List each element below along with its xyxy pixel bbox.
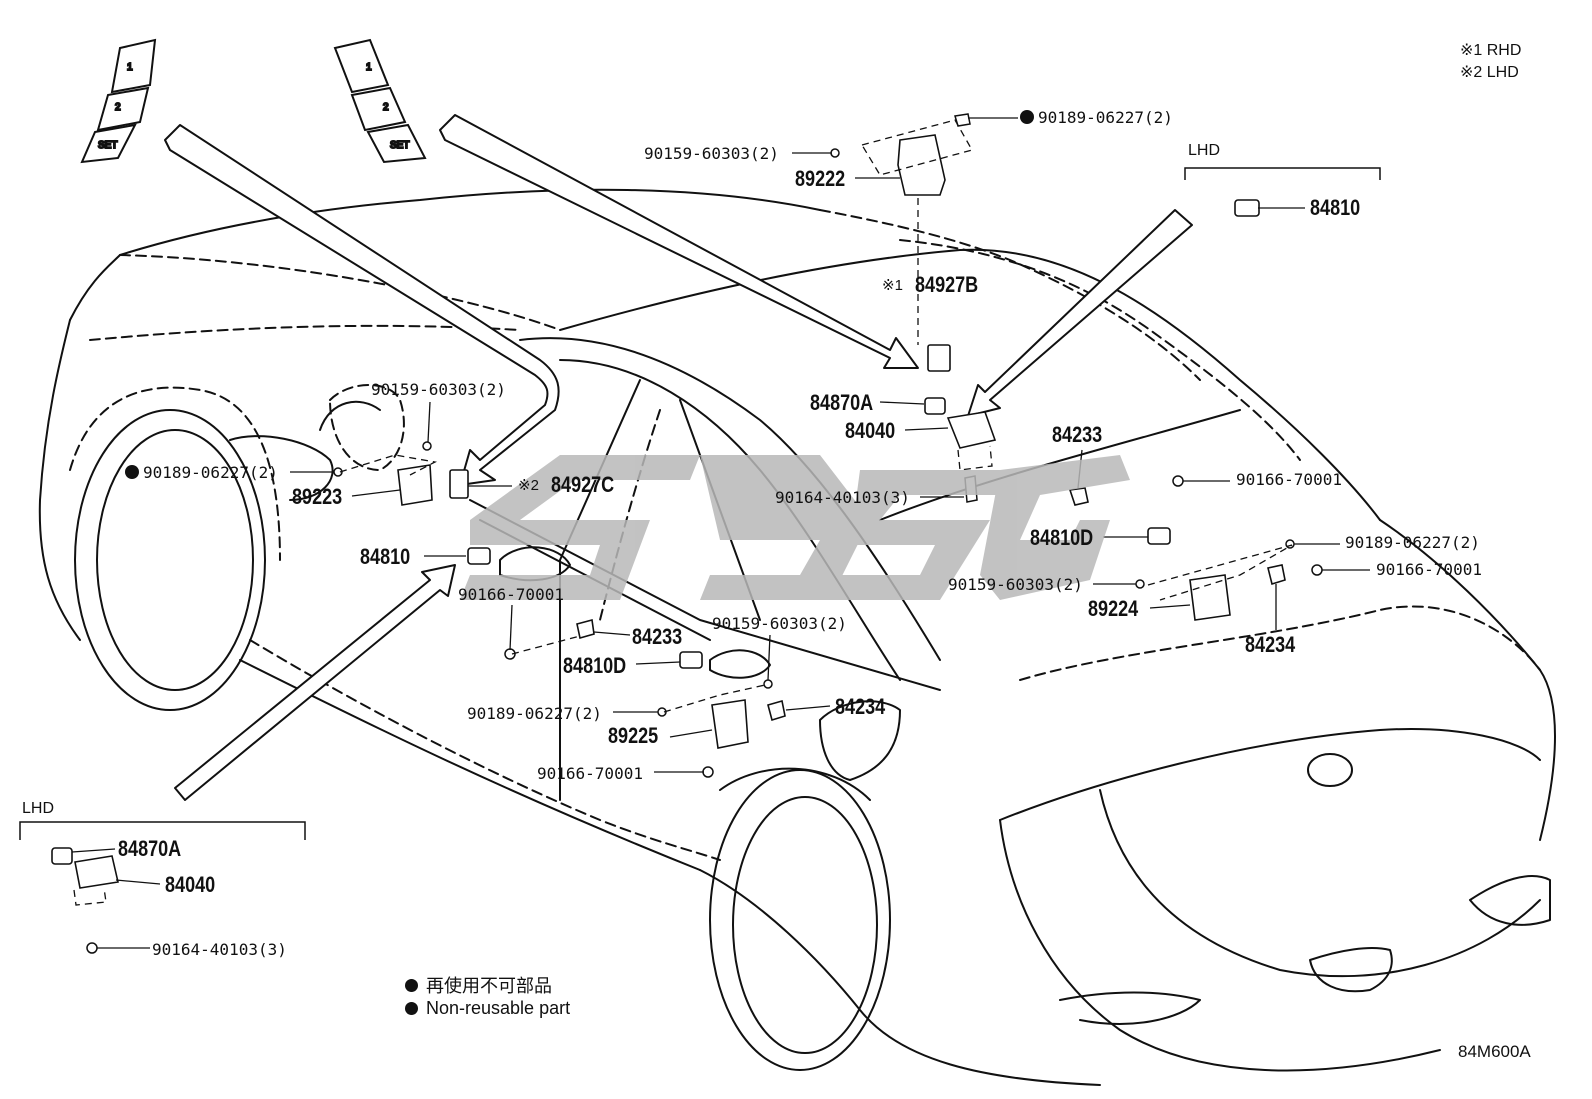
part-mark-84927C: ※2 xyxy=(518,477,539,494)
switch-84870A-mid xyxy=(924,397,946,415)
lhd-bracket-bottom xyxy=(19,821,306,840)
clip-84234-right xyxy=(1267,564,1286,586)
svg-text:2: 2 xyxy=(383,102,389,113)
part-label-84810-top[interactable]: 84810 xyxy=(1310,195,1361,220)
cover-84810D-left xyxy=(679,651,703,669)
part-label-89223[interactable]: 89223 xyxy=(292,484,343,509)
memory-switch-left: 1 2 SET xyxy=(80,38,157,164)
cover-84810D-right xyxy=(1147,527,1171,545)
bolt-label-90189-right[interactable]: 90189-06227(2) xyxy=(1345,533,1480,552)
part-label-84810D-right[interactable]: 84810D xyxy=(1030,525,1094,550)
non-reusable-dot-icon xyxy=(125,465,139,479)
clip-84233-right xyxy=(1068,487,1089,506)
lhd-bracket-top xyxy=(1184,167,1381,180)
switch-84870A-bottom xyxy=(51,847,73,865)
part-label-89225[interactable]: 89225 xyxy=(608,723,659,748)
part-label-89222[interactable]: 89222 xyxy=(795,166,846,191)
front-wheel xyxy=(74,409,266,711)
part-label-84233-right[interactable]: 84233 xyxy=(1052,422,1103,447)
switch-84040-mid xyxy=(946,411,997,449)
part-label-84233-left[interactable]: 84233 xyxy=(632,624,683,649)
switch-84040-bottom xyxy=(74,855,119,889)
non-reusable-dot-icon xyxy=(1020,110,1034,124)
door-frame xyxy=(519,337,941,661)
bolt-label-90166-right2[interactable]: 90166-70001 xyxy=(1376,560,1482,579)
bolt-label-90159-left[interactable]: 90159-60303(2) xyxy=(371,380,506,399)
memory-switch-right: 1 2 SET xyxy=(333,38,427,164)
non-reusable-dot-icon xyxy=(405,1002,418,1015)
part-label-84870A-bottom[interactable]: 84870A xyxy=(118,836,182,861)
roof-outline xyxy=(119,188,821,256)
note-rhd: ※1 RHD xyxy=(1460,42,1522,59)
switch-84810-left xyxy=(467,547,491,565)
bolt-label-90189-lower[interactable]: 90189-06227(2) xyxy=(467,704,602,723)
bolt-label-90189-top[interactable]: 90189-06227(2) xyxy=(1020,108,1173,127)
part-label-84040-bottom[interactable]: 84040 xyxy=(165,872,216,897)
part-label-84234-right[interactable]: 84234 xyxy=(1245,632,1296,657)
part-label-84810-left[interactable]: 84810 xyxy=(360,544,411,569)
svg-text:SET: SET xyxy=(98,140,117,151)
svg-text:SET: SET xyxy=(390,140,409,151)
switch-84810-top xyxy=(1234,199,1260,217)
bolt-label-90189-left[interactable]: 90189-06227(2) xyxy=(125,463,278,482)
rear-wheel xyxy=(709,769,891,1071)
arrow-to-84040 xyxy=(967,209,1193,417)
part-label-84870A-mid[interactable]: 84870A xyxy=(810,390,874,415)
watermark xyxy=(460,455,1130,600)
part-label-84040-mid[interactable]: 84040 xyxy=(845,418,896,443)
ecu-89223 xyxy=(397,464,433,506)
bolt-label-90166-left[interactable]: 90166-70001 xyxy=(458,585,564,604)
switch-84927B xyxy=(927,344,951,372)
part-label-84810D-left[interactable]: 84810D xyxy=(563,653,627,678)
arrow-to-84810 xyxy=(174,564,456,801)
legend-jp: 再使用不可部品 xyxy=(405,972,552,998)
arrow-to-84927B xyxy=(439,114,919,369)
part-label-84234-left[interactable]: 84234 xyxy=(835,694,886,719)
clip-84233-left xyxy=(576,618,595,640)
rear-emblem xyxy=(1307,753,1353,787)
group-label-lhd-bottom: LHD xyxy=(22,800,55,817)
note-lhd: ※2 LHD xyxy=(1460,64,1519,81)
group-label-lhd-top: LHD xyxy=(1188,142,1221,159)
part-label-89224[interactable]: 89224 xyxy=(1088,596,1139,621)
non-reusable-dot-icon xyxy=(405,978,418,992)
ecu-89222 xyxy=(897,134,946,196)
svg-text:1: 1 xyxy=(366,62,372,73)
clip-84234-left xyxy=(767,699,786,722)
bolt-label-90164-mid[interactable]: 90164-40103(3) xyxy=(775,488,910,507)
ecu-89225 xyxy=(711,699,749,749)
bolt-label-90166-right[interactable]: 90166-70001 xyxy=(1236,470,1342,489)
legend-en: Non-reusable part xyxy=(405,998,570,1019)
part-label-84927B[interactable]: 84927B xyxy=(915,272,979,297)
bolt-label-90159-right[interactable]: 90159-60303(2) xyxy=(948,575,1083,594)
diagram-code: 84M600A xyxy=(1458,1042,1531,1061)
bolt-label-90164-bottom[interactable]: 90164-40103(3) xyxy=(152,940,287,959)
part-mark-84927B: ※1 xyxy=(882,277,903,294)
bolt-label-90166-lower[interactable]: 90166-70001 xyxy=(537,764,643,783)
bolt-label-90159-lower[interactable]: 90159-60303(2) xyxy=(712,614,847,633)
part-label-84927C[interactable]: 84927C xyxy=(551,472,615,497)
svg-text:1: 1 xyxy=(127,62,133,73)
svg-text:2: 2 xyxy=(115,102,121,113)
switch-84927C xyxy=(449,469,469,499)
bolt-label-90159-top[interactable]: 90159-60303(2) xyxy=(644,144,779,163)
ecu-89224 xyxy=(1189,574,1231,621)
arrow-to-left-switch xyxy=(164,124,560,486)
